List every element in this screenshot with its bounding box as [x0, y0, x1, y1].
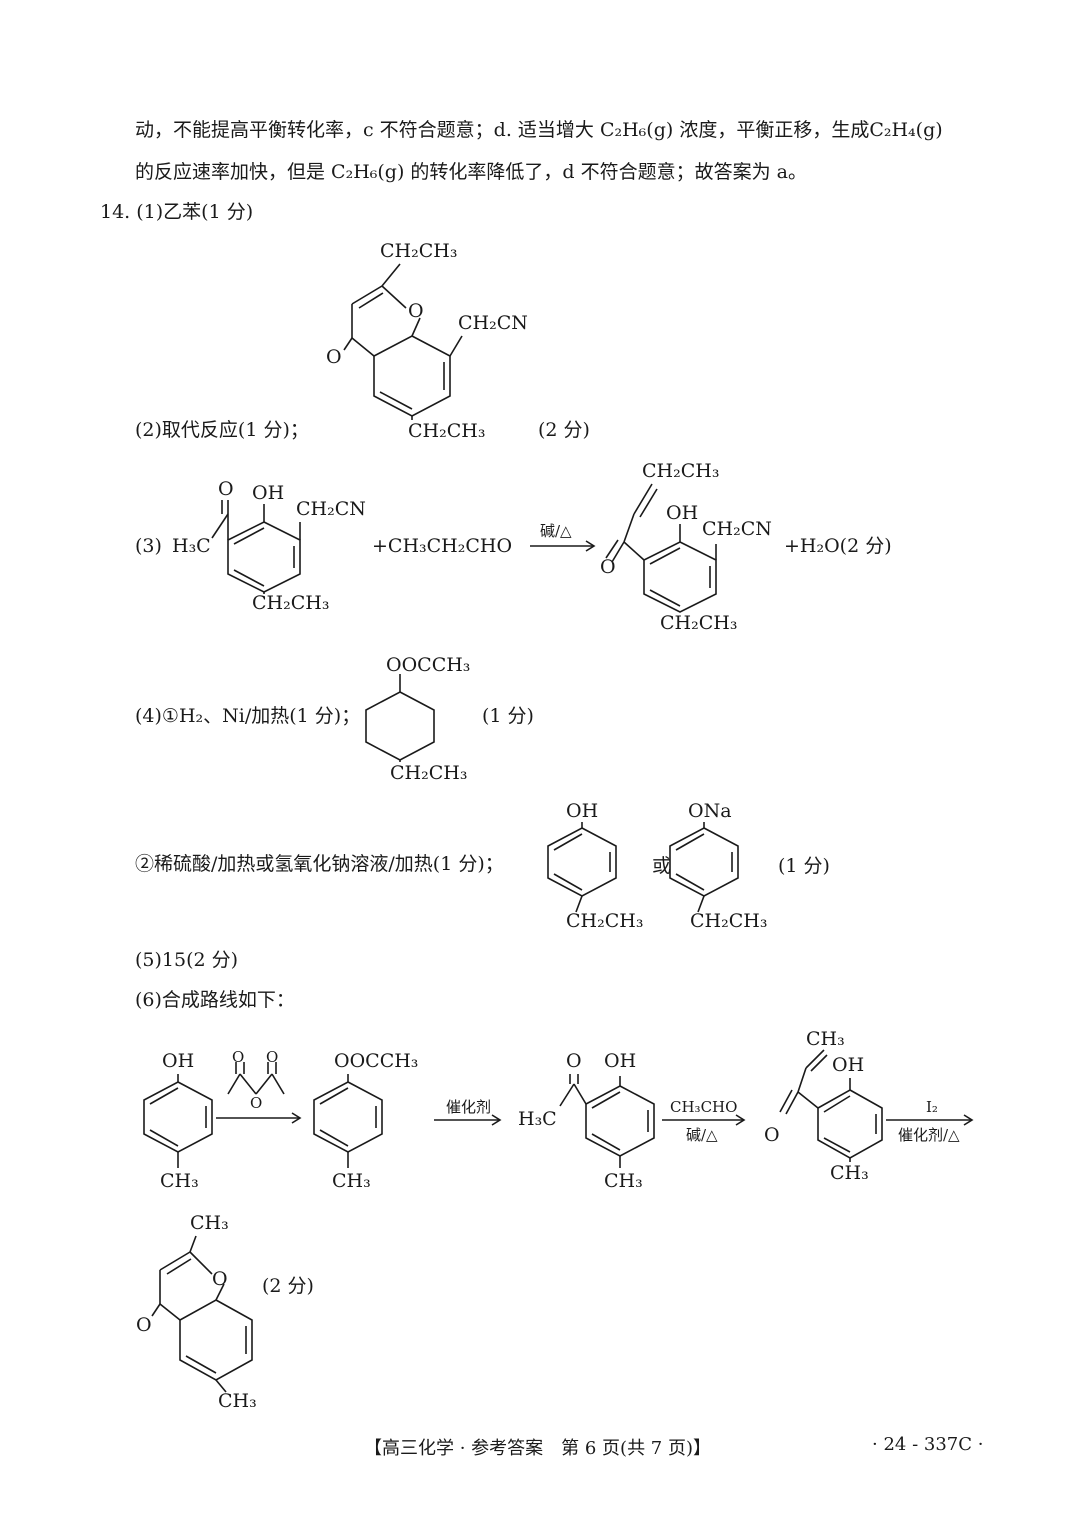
label-acetoxy: OOCCH₃: [386, 654, 471, 676]
question-14-part-4b: ②稀硫酸/加热或氢氧化钠溶液/加热(1 分)；: [135, 853, 504, 875]
label-hydroxyl: OH: [832, 1054, 865, 1076]
reaction-condition: 催化剂: [446, 1098, 492, 1116]
label-ethyl: CH₂CH₃: [690, 910, 768, 932]
label-methyl: CH₃: [830, 1162, 869, 1184]
score-label: (1 分): [778, 855, 830, 877]
label-hydroxyl: OH: [566, 800, 599, 822]
label-ethyl: CH₂CH₃: [408, 420, 486, 442]
score-label: (2 分): [538, 419, 590, 441]
label-hydroxyl: OH: [666, 502, 699, 524]
reagent-propanal: +CH₃CH₂CHO: [372, 535, 513, 557]
label-ethyl: CH₂CH₃: [380, 240, 458, 262]
label-ring-oxygen: O: [408, 300, 424, 322]
label-methyl: CH₃: [604, 1170, 643, 1192]
label-cyanomethyl: CH₂CN: [702, 518, 772, 540]
text-line: 的反应速率加快，但是 C₂H₆(g) 的转化率降低了，d 不符合题意；故答案为 …: [135, 161, 807, 183]
label-methyl: H₃C: [518, 1108, 557, 1130]
label-carbonyl-oxygen: O: [218, 478, 234, 500]
reaction-condition: 碱/△: [686, 1126, 718, 1144]
label-carbonyl-oxygen: O: [136, 1314, 152, 1336]
label-ethyl: CH₂CH₃: [390, 762, 468, 784]
label-acetoxy: OOCCH₃: [334, 1050, 419, 1072]
label-carbonyl-oxygen: O: [566, 1050, 582, 1072]
label-carbonyl-oxygen: O: [326, 346, 342, 368]
reaction-condition: I₂: [926, 1098, 938, 1116]
reaction-tail: +H₂O(2 分): [784, 535, 892, 557]
score-label: (2 分): [262, 1275, 314, 1297]
score-label: (1 分): [482, 705, 534, 727]
document-code: · 24 - 337C ·: [872, 1434, 984, 1455]
label-anhydride-oxygen: O: [266, 1048, 279, 1066]
reaction-condition: 催化剂/△: [898, 1126, 960, 1144]
label-hydroxyl: OH: [252, 482, 285, 504]
question-14-part-1: 14. (1)乙苯(1 分): [100, 201, 254, 223]
label-carbonyl-oxygen: O: [600, 556, 616, 578]
label-methyl: CH₃: [806, 1028, 845, 1050]
question-14-part-5: (5)15(2 分): [135, 949, 239, 971]
label-hydroxyl: OH: [162, 1050, 195, 1072]
question-14-part-2: (2)取代反应(1 分)；: [135, 419, 309, 441]
label-ethyl: CH₂CH₃: [642, 460, 720, 482]
label-methyl: CH₃: [218, 1390, 257, 1412]
or-label: 或: [652, 855, 672, 877]
label-ring-oxygen: O: [212, 1268, 228, 1290]
label-cyanomethyl: CH₂CN: [458, 312, 528, 334]
label-phenolate: ONa: [688, 800, 732, 822]
label-ethyl: CH₂CH₃: [252, 592, 330, 614]
question-14-part-6: (6)合成路线如下：: [135, 989, 295, 1011]
label-ethyl: CH₂CH₃: [660, 612, 738, 634]
label-methyl: CH₃: [160, 1170, 199, 1192]
label-anhydride-oxygen: O: [250, 1094, 263, 1112]
label-carbonyl-oxygen: O: [764, 1124, 780, 1146]
label-methyl: CH₃: [332, 1170, 371, 1192]
reaction-condition: 碱/△: [540, 522, 572, 540]
question-14-part-4a: (4)①H₂、Ni/加热(1 分)；: [135, 705, 361, 727]
label-hydroxyl: OH: [604, 1050, 637, 1072]
label-anhydride-oxygen: O: [232, 1048, 245, 1066]
page-footer: 【高三化学 · 参考答案 第 6 页(共 7 页)】: [364, 1438, 711, 1459]
label-methyl: CH₃: [190, 1212, 229, 1234]
text-line: 动，不能提高平衡转化率，c 不符合题意；d. 适当增大 C₂H₆(g) 浓度，平…: [135, 119, 943, 141]
question-14-part-3: (3): [135, 535, 162, 557]
label-methyl: H₃C: [172, 535, 211, 557]
label-cyanomethyl: CH₂CN: [296, 498, 366, 520]
reaction-condition: CH₃CHO: [670, 1098, 738, 1116]
label-ethyl: CH₂CH₃: [566, 910, 644, 932]
